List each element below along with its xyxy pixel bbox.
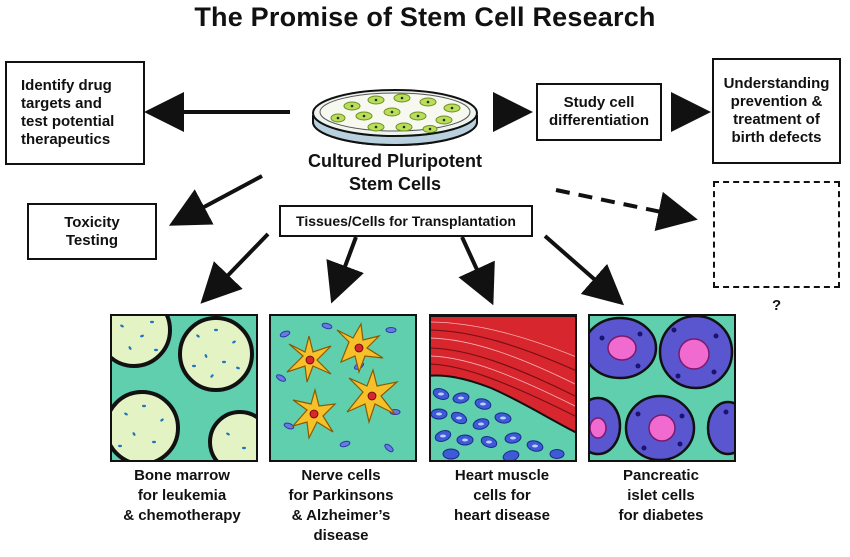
differentiation-text: Study cell differentiation xyxy=(549,94,649,129)
birth-defects-box: Understanding prevention & treatment of … xyxy=(712,58,841,164)
arrow-to-heart-muscle xyxy=(458,236,495,306)
nerve-cells-panel xyxy=(269,314,417,462)
heart-muscle-cells-icon xyxy=(431,316,575,460)
petri-dish-icon xyxy=(312,89,478,146)
nerve-cells-icon xyxy=(271,316,415,460)
transplantation-box: Tissues/Cells for Transplantation xyxy=(279,205,533,237)
nerve-cells-caption: Nerve cells for Parkinsons & Alzheimer’s… xyxy=(288,467,394,544)
arrow-to-bone-marrow xyxy=(200,232,270,304)
drug-targets-box: Identify drug targets and test potential… xyxy=(5,61,145,165)
pancreatic-panel xyxy=(588,314,736,462)
unknown-question-mark: ? xyxy=(772,297,782,314)
arrow-to-nerve-cells xyxy=(326,236,364,304)
arrow-to-toxicity xyxy=(168,174,263,226)
toxicity-testing-text: Toxicity Testing xyxy=(64,213,120,249)
toxicity-testing-box: Toxicity Testing xyxy=(27,203,157,260)
cultured-stem-cells-label: Cultured Pluripotent Stem Cells xyxy=(308,151,482,194)
pancreatic-islet-cells-icon xyxy=(590,316,734,460)
heart-muscle-caption: Heart muscle cells for heart disease xyxy=(454,467,550,524)
heart-muscle-panel xyxy=(429,314,577,462)
pancreatic-caption: Pancreatic islet cells for diabetes xyxy=(618,467,704,524)
unknown-application-box xyxy=(713,181,840,288)
dashed-arrow-to-unknown xyxy=(555,188,698,232)
bone-marrow-caption: Bone marrow for leukemia & chemotherapy xyxy=(123,467,241,524)
drug-targets-text: Identify drug targets and test potential… xyxy=(21,77,115,148)
birth-defects-text: Understanding prevention & treatment of … xyxy=(723,75,830,146)
transplantation-text: Tissues/Cells for Transplantation xyxy=(296,213,516,229)
differentiation-box: Study cell differentiation xyxy=(536,83,662,141)
arrow-to-pancreatic xyxy=(543,234,625,306)
page-title: The Promise of Stem Cell Research xyxy=(194,2,656,32)
bone-marrow-panel xyxy=(110,314,258,462)
bone-marrow-cells-icon xyxy=(112,316,256,460)
